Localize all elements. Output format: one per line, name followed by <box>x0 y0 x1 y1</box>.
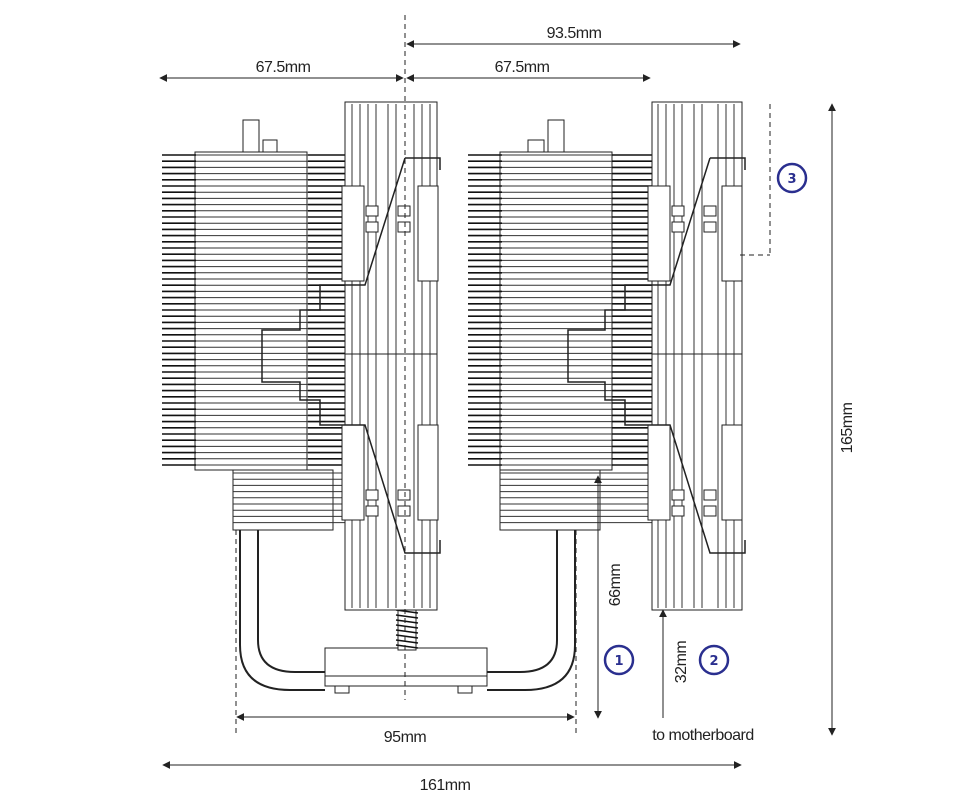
dim-label-total-width: 161mm <box>420 777 471 794</box>
left-fin-stack-lower <box>233 472 345 524</box>
badge-3-label: 3 <box>787 172 796 187</box>
left-fin-stack <box>162 154 345 466</box>
badge-2: 2 <box>698 644 730 676</box>
dim-label-top-offset: 93.5mm <box>547 25 602 42</box>
right-fin-stack-lower <box>500 472 652 524</box>
dim-label-right-width: 67.5mm <box>495 59 550 76</box>
badge-1-label: 1 <box>614 654 623 669</box>
dim-label-total-height: 165mm <box>839 402 856 453</box>
left-cooler-drawing <box>162 101 576 694</box>
badge-2-label: 2 <box>709 654 718 669</box>
badge-3: 3 <box>776 162 808 194</box>
badge-1: 1 <box>603 644 635 676</box>
dimension-lines <box>159 15 836 769</box>
mounting-spring <box>395 609 419 649</box>
right-cooler-drawing <box>468 101 746 611</box>
clip-knobs-left <box>365 205 411 517</box>
clip-knobs-right <box>671 205 717 517</box>
to-motherboard-label: to motherboard <box>652 727 754 744</box>
dim-label-fan-clearance: 32mm <box>673 641 690 684</box>
dim-label-base-width: 95mm <box>384 729 427 746</box>
right-fin-stack <box>468 154 652 466</box>
dim-label-left-width: 67.5mm <box>256 59 311 76</box>
dim-label-clearance-height: 66mm <box>607 564 624 607</box>
